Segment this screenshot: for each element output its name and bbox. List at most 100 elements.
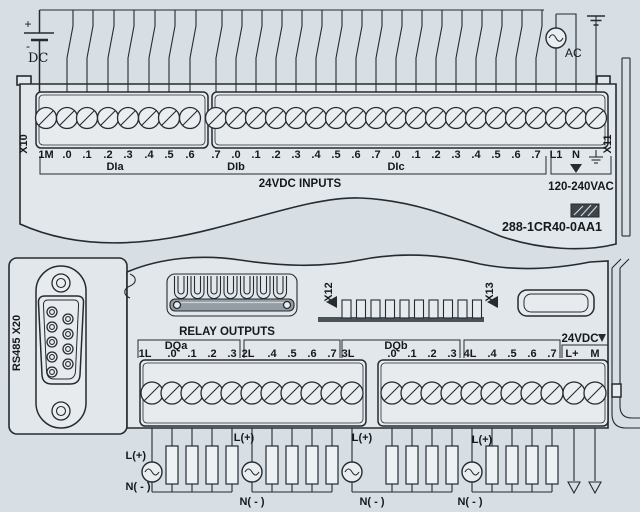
screw-slot bbox=[448, 110, 464, 126]
neutral-label: N( - ) bbox=[359, 496, 384, 508]
terminal-label: .4 bbox=[267, 348, 277, 360]
terminal-label: .1 bbox=[411, 149, 420, 161]
screw-slot bbox=[59, 110, 75, 126]
terminal-label: .6 bbox=[527, 348, 536, 360]
input-switch-icon bbox=[315, 10, 323, 92]
terminal-label: .2 bbox=[103, 149, 112, 161]
terminal-label: .2 bbox=[427, 348, 436, 360]
screw-slot bbox=[508, 110, 524, 126]
arrow-left-icon bbox=[487, 296, 498, 308]
db9-pin bbox=[62, 313, 74, 325]
input-switch-icon bbox=[435, 10, 443, 92]
screw-slot bbox=[388, 110, 404, 126]
sensor-power-bracket bbox=[561, 344, 609, 358]
screw-slot bbox=[568, 110, 584, 126]
screw-slot bbox=[404, 385, 420, 401]
neutral-label: N( - ) bbox=[125, 481, 150, 493]
input-switch-icon bbox=[255, 10, 263, 92]
terminal-label: .6 bbox=[185, 149, 194, 161]
spring-contact-inner bbox=[226, 276, 235, 295]
db9-pin-hole bbox=[65, 316, 71, 322]
input-switch-icon bbox=[235, 10, 243, 92]
connector-x12-label: X12 bbox=[323, 282, 335, 302]
live-label: L(+) bbox=[126, 450, 147, 462]
terminal-label: .3 bbox=[227, 348, 236, 360]
badge-hatch bbox=[573, 205, 584, 216]
terminal-label: 4L bbox=[464, 348, 477, 360]
load-resistor-icon bbox=[425, 445, 439, 485]
terminal-label: .2 bbox=[207, 348, 216, 360]
terminal-label: .3 bbox=[451, 149, 460, 161]
output-load-wiring: L(+)L(+)L(+)L(+)N( - )N( - )N( - )N( - ) bbox=[125, 428, 602, 508]
plate-screw-hole bbox=[51, 273, 71, 293]
db9-pin-hole bbox=[49, 324, 55, 330]
group-bracket bbox=[463, 339, 561, 358]
db9-pin-hole bbox=[65, 361, 71, 367]
vent-fin bbox=[442, 299, 454, 319]
db9-pins bbox=[46, 306, 74, 378]
input-switch-icon bbox=[515, 10, 523, 92]
terminal-label: .5 bbox=[491, 149, 500, 161]
db9-pin bbox=[46, 321, 58, 333]
load-resistor-icon bbox=[205, 445, 219, 485]
terminal-label: .5 bbox=[507, 348, 516, 360]
terminal-label: .1 bbox=[251, 149, 260, 161]
terminal-label: .5 bbox=[331, 149, 340, 161]
input-terminal-screws bbox=[34, 106, 608, 130]
terminal-label: 1M bbox=[38, 149, 53, 161]
spring-contact-inner bbox=[259, 276, 268, 295]
terminal-label: .5 bbox=[287, 348, 296, 360]
rs485-label: RS485 X20 bbox=[11, 315, 23, 371]
rail-clip bbox=[611, 383, 622, 398]
screw-slot bbox=[368, 110, 384, 126]
screw-slot bbox=[288, 110, 304, 126]
input-group-label: DIc bbox=[387, 161, 404, 173]
screw-slot bbox=[228, 110, 244, 126]
vent-fin bbox=[370, 299, 381, 319]
terminal-label: 2L bbox=[242, 348, 255, 360]
vent-fin bbox=[428, 299, 439, 319]
arrow-down-icon bbox=[570, 164, 582, 173]
input-terminal-labels: 1M.0.1.2.3.4.5.6.7.0.1.2.3.4.5.6.7.0.1.2… bbox=[38, 149, 580, 173]
input-switch-icon bbox=[535, 10, 543, 92]
mains-bracket bbox=[550, 156, 612, 175]
load-resistor-icon bbox=[505, 445, 519, 485]
screw-slot bbox=[144, 385, 160, 401]
sine-icon bbox=[464, 468, 480, 476]
terminal-label: .7 bbox=[327, 348, 336, 360]
screw-slot bbox=[488, 110, 504, 126]
db9-pin-hole bbox=[49, 369, 55, 375]
input-switch-icon bbox=[189, 10, 197, 92]
spring-contact-inner bbox=[177, 276, 185, 295]
connector-recess bbox=[166, 273, 298, 317]
terminal-label: .0 bbox=[391, 149, 400, 161]
screw-slot bbox=[444, 385, 460, 401]
screw-slot bbox=[384, 385, 400, 401]
plate-screw-hole-inner bbox=[55, 405, 67, 417]
load-resistor-icon bbox=[185, 445, 199, 485]
load-resistor-icon bbox=[165, 445, 179, 485]
screw-slot bbox=[428, 110, 444, 126]
bar-end-pin bbox=[282, 300, 292, 310]
input-switch-icon bbox=[107, 10, 115, 92]
inputs-caption: 24VDC INPUTS bbox=[259, 178, 342, 190]
inputs-bracket bbox=[39, 156, 547, 175]
terminal-label: .2 bbox=[271, 149, 280, 161]
group-bracket bbox=[137, 339, 241, 358]
terminal-label: .6 bbox=[307, 348, 316, 360]
rail-line bbox=[619, 268, 640, 419]
db9-connector-inner bbox=[42, 299, 80, 380]
arrow-left-icon bbox=[326, 296, 337, 308]
db9-pin bbox=[46, 351, 58, 363]
terminal-label: .3 bbox=[291, 149, 300, 161]
part-number: 288-1CR40-0AA1 bbox=[502, 220, 602, 234]
comb-base bbox=[318, 317, 484, 322]
connector-x10-label: X10 bbox=[18, 134, 30, 154]
terminal-label: .4 bbox=[144, 149, 154, 161]
load-resistor-icon bbox=[285, 445, 299, 485]
input-switch-icon bbox=[215, 10, 223, 92]
ac-supply: AC bbox=[545, 13, 582, 92]
db9-pin bbox=[62, 343, 74, 355]
screw-slot bbox=[100, 110, 116, 126]
